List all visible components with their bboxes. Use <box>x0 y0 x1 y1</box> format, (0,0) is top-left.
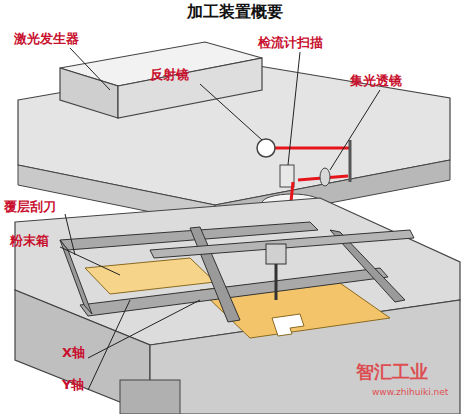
leader-line <box>65 214 75 255</box>
leader-line <box>88 300 200 358</box>
watermark: 智汇工业 <box>356 362 428 382</box>
lens <box>320 168 330 186</box>
part-label: 检流计扫描 <box>258 36 323 50</box>
part-label: 激光发生器 <box>14 32 79 46</box>
axis-label: Y轴 <box>62 378 84 392</box>
recoater-blade <box>60 240 92 314</box>
part-label: 集光透镜 <box>350 74 402 88</box>
fold-mirror <box>349 140 352 182</box>
leader-line <box>70 48 110 90</box>
leader-line <box>60 247 120 275</box>
leader-line <box>88 300 130 390</box>
nozzle <box>275 264 278 300</box>
part-slice <box>272 314 304 336</box>
part-label: 覆层刮刀 <box>4 200 56 214</box>
laser-side <box>118 58 262 118</box>
axis-label: X轴 <box>62 346 85 360</box>
part-label: 反射镜 <box>150 68 189 82</box>
title: 加工装置概要 <box>187 3 283 21</box>
leader-line <box>330 90 380 170</box>
mirror <box>257 139 275 157</box>
watermark: www.zhihuiki.net <box>372 388 448 398</box>
head <box>266 244 286 264</box>
leader-line <box>200 84 262 140</box>
laser-front <box>60 68 118 118</box>
part-label: 粉末箱 <box>10 234 49 248</box>
leader-lines <box>60 48 380 390</box>
leg <box>120 380 180 414</box>
powder-bin <box>85 258 215 294</box>
leader-line <box>288 52 300 165</box>
x-axis-beam <box>190 227 240 322</box>
